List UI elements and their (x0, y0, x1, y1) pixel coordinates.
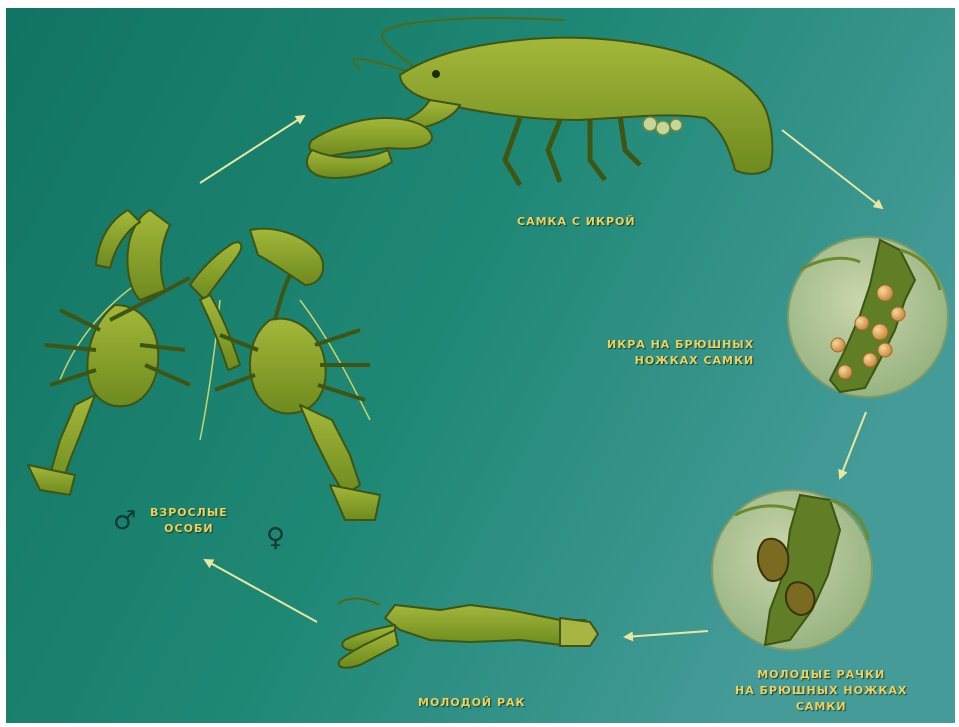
male-symbol: ♂ (113, 508, 136, 534)
label-female-with-eggs: Самка с икрой (517, 214, 636, 230)
label-adults: Взрослые особи (150, 505, 228, 537)
label-eggs-on-legs: Икра на брюшных ножках самки (607, 337, 754, 369)
label-young-on-legs: Молодые рачки на брюшных ножках самки (735, 667, 907, 715)
eggs-circle-icon (788, 237, 948, 397)
label-young-crayfish: Молодой рак (418, 695, 526, 711)
female-symbol: ♀ (266, 525, 285, 551)
larvae-circle-icon (712, 490, 872, 650)
